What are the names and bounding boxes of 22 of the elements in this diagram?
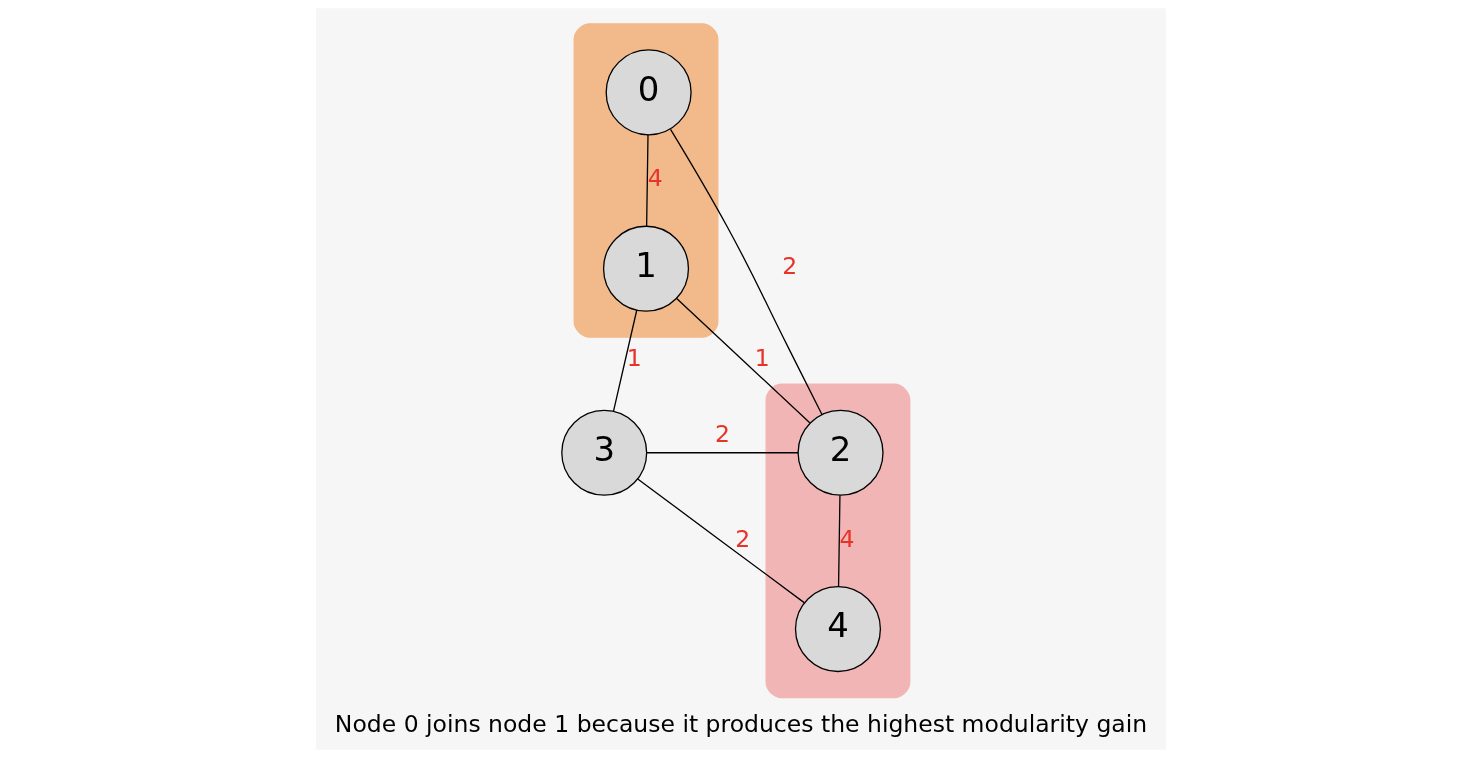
- edge-label: 1: [626, 344, 642, 373]
- connector: [837, 494, 841, 587]
- caption: Node 0 joins node 1 because it produces the highest modularity gain: [334, 710, 1148, 739]
- connector: [675, 297, 811, 424]
- connector: [637, 478, 805, 604]
- edge-label: 2: [735, 524, 751, 553]
- edge-label: 4: [647, 164, 663, 193]
- connector: [646, 452, 799, 454]
- node-circle: 0: [605, 49, 692, 136]
- edge-label: 2: [782, 252, 798, 281]
- cluster: [765, 383, 911, 699]
- connector: [669, 128, 823, 416]
- edge-label: 4: [839, 524, 855, 553]
- edge-label: 2: [714, 419, 730, 448]
- edge-label: 1: [754, 344, 770, 373]
- connector: [612, 309, 638, 412]
- node-circle: 1: [602, 225, 690, 312]
- cluster: [573, 23, 719, 338]
- node-circle: 4: [794, 585, 882, 673]
- connector: [646, 134, 649, 227]
- node-circle: 2: [797, 409, 884, 496]
- node-circle: 3: [561, 409, 648, 496]
